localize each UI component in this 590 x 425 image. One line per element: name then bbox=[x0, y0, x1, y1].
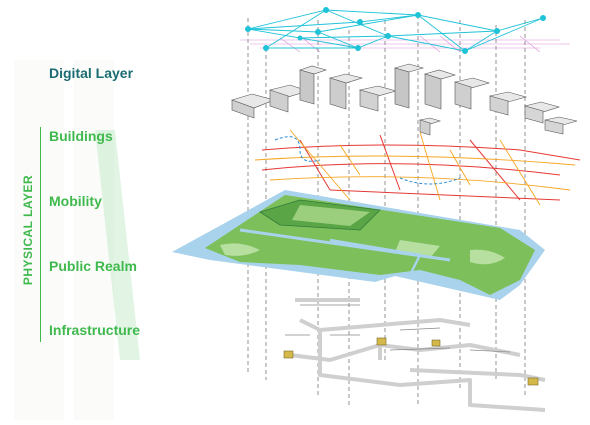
digital-layer-label: Digital Layer bbox=[49, 65, 134, 81]
vertical-connectors bbox=[247, 15, 526, 405]
digital-network-layer bbox=[240, 7, 570, 54]
background-figure bbox=[95, 130, 140, 360]
buildings-label: Buildings bbox=[49, 128, 113, 144]
infrastructure-label: Infrastructure bbox=[49, 322, 141, 338]
background-shading bbox=[14, 60, 114, 420]
public-realm-label: Public Realm bbox=[49, 258, 137, 274]
mobility-layer bbox=[254, 129, 581, 206]
mobility-label: Mobility bbox=[49, 193, 102, 209]
infrastructure-layer bbox=[283, 298, 546, 412]
buildings-layer bbox=[231, 63, 578, 136]
physical-layer-label: PHYSICAL LAYER bbox=[21, 174, 35, 286]
physical-layer-bracket bbox=[40, 127, 41, 342]
public-realm-layer bbox=[172, 190, 545, 300]
